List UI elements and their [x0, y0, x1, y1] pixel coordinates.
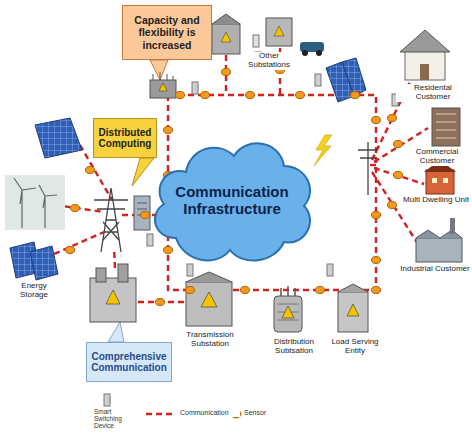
sensor-dot [351, 92, 360, 99]
legend-text: Smart Switching Device [94, 408, 138, 429]
sensor-dot [66, 247, 75, 254]
component-label: Transmission Substation [178, 331, 242, 349]
cloud-shape: Communication Infrastructure [146, 128, 318, 272]
component-label: Energy Storage [6, 282, 62, 300]
sensor-dot [372, 117, 381, 124]
sensor-dot [222, 69, 231, 76]
sensor-dot [388, 115, 397, 122]
sensor-dot [156, 299, 165, 306]
component-label: Multi Dwelling Unit [400, 196, 472, 205]
sensor-dot [372, 257, 381, 264]
sensor-dot [394, 141, 403, 148]
sensor-dot [372, 287, 381, 294]
switching-device [147, 234, 153, 246]
legend-text: Sensor [244, 409, 284, 417]
sensor-dot [201, 92, 210, 99]
component-label: Other Substations [246, 52, 292, 70]
node-text: Comprehensive Communication [91, 351, 167, 374]
legend-text: Communication [180, 409, 240, 417]
sensor-dot [241, 287, 250, 294]
sensor-dot [164, 247, 173, 254]
sensor-dot [186, 287, 195, 294]
switching-device [187, 264, 193, 276]
sensor-dot [372, 212, 381, 219]
callout-box: Comprehensive Communication [86, 342, 172, 382]
node-text: Communication Infrastructure [174, 183, 290, 218]
sensor-dot [164, 127, 173, 134]
switching-device [192, 82, 198, 94]
component-label: Distribution Subtsation [264, 338, 324, 356]
sensor-dot [316, 287, 325, 294]
sensor-dot [176, 92, 185, 99]
sensor-dot [388, 202, 397, 209]
sensor-dot [394, 172, 403, 179]
component-label: Industrial Customer [398, 265, 472, 274]
component-label: Load Serving Entity [326, 338, 384, 356]
callout-box: Distributed Computing [93, 118, 157, 158]
callout-box: Capacity and flexibility is increased [122, 5, 212, 60]
switching-device [327, 264, 333, 276]
sensor-dot [246, 92, 255, 99]
sensor-dot [296, 92, 305, 99]
node-text: Capacity and flexibility is increased [127, 14, 207, 50]
switching-device [315, 74, 321, 86]
sensor-dot [71, 205, 80, 212]
sensor-dot [141, 212, 150, 219]
sensor-dot [86, 167, 95, 174]
component-label: Residental Customer [396, 84, 470, 102]
component-label: Commercial Customer [404, 148, 470, 166]
node-text: Distributed Computing [98, 127, 152, 150]
